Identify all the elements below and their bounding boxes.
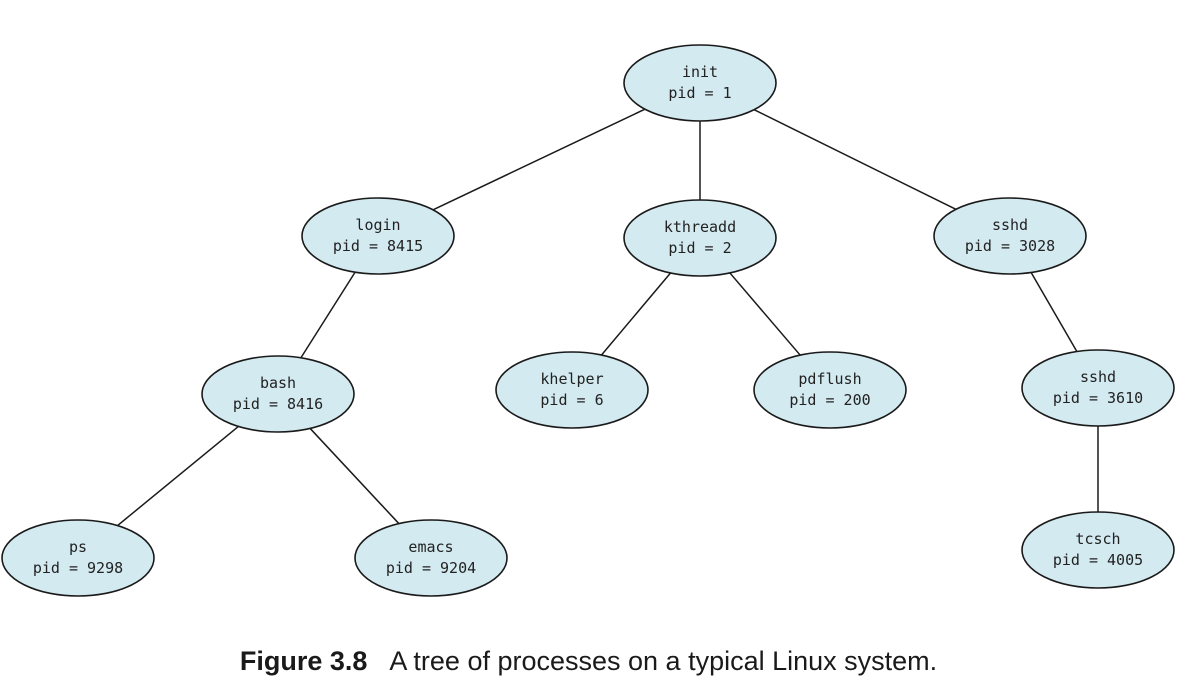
process-pid: pid = 3028: [965, 237, 1055, 255]
process-node-ellipse: [354, 519, 508, 597]
process-node-ellipse: [623, 44, 777, 122]
process-node-ellipse: [201, 355, 355, 433]
process-pid: pid = 8415: [333, 237, 423, 255]
process-node-bash: bash pid = 8416: [201, 355, 355, 433]
process-node-ellipse: [623, 199, 777, 277]
process-name: kthreadd: [664, 218, 736, 236]
process-node-emacs: emacs pid = 9204: [354, 519, 508, 597]
process-name: tcsch: [1075, 530, 1120, 548]
process-pid: pid = 9298: [33, 559, 123, 577]
figure-label: Figure 3.8: [239, 646, 368, 676]
figure-caption-text: A tree of processes on a typical Linux s…: [389, 646, 938, 676]
process-node-ps: ps pid = 9298: [1, 519, 155, 597]
process-name: pdflush: [798, 370, 861, 388]
process-node-ellipse: [301, 197, 455, 275]
process-name: init: [682, 63, 718, 81]
process-name: khelper: [540, 370, 603, 388]
process-node-ellipse: [753, 351, 907, 429]
edge-bash-emacs: [309, 427, 400, 525]
process-pid: pid = 3610: [1053, 389, 1143, 407]
edge-bash-ps: [117, 425, 239, 527]
process-pid: pid = 9204: [386, 559, 476, 577]
edge-kthreadd-khelper: [600, 272, 672, 356]
edge-init-login: [432, 108, 646, 211]
process-name: login: [355, 216, 400, 234]
process-node-ellipse: [1021, 349, 1175, 427]
process-node-ellipse: [933, 197, 1087, 275]
process-name: ps: [69, 538, 87, 556]
process-node-login: login pid = 8415: [301, 197, 455, 275]
process-name: emacs: [408, 538, 453, 556]
process-pid: pid = 6: [540, 391, 603, 409]
process-node-init: init pid = 1: [623, 44, 777, 122]
process-node-kthreadd: kthreadd pid = 2: [623, 199, 777, 277]
edge-sshd1-sshd2: [1030, 272, 1078, 352]
process-node-ellipse: [1021, 511, 1175, 589]
process-pid: pid = 1: [668, 84, 731, 102]
process-node-sshd2: sshd pid = 3610: [1021, 349, 1175, 427]
process-node-pdflush: pdflush pid = 200: [753, 351, 907, 429]
process-pid: pid = 8416: [233, 395, 323, 413]
process-node-tcsch: tcsch pid = 4005: [1021, 511, 1175, 589]
figure-caption: Figure 3.8 A tree of processes on a typic…: [0, 646, 1177, 677]
edge-init-sshd1: [753, 109, 957, 210]
process-name: sshd: [1080, 368, 1116, 386]
edge-kthreadd-pdflush: [729, 272, 801, 356]
process-name: bash: [260, 374, 296, 392]
process-node-khelper: khelper pid = 6: [495, 351, 649, 429]
process-pid: pid = 4005: [1053, 551, 1143, 569]
process-node-ellipse: [1, 519, 155, 597]
process-pid: pid = 2: [668, 239, 731, 257]
process-node-sshd1: sshd pid = 3028: [933, 197, 1087, 275]
edge-login-bash: [300, 271, 356, 359]
process-tree-diagram: init pid = 1 login pid = 8415 kthreadd pid = …: [1, 44, 1175, 597]
process-node-ellipse: [495, 351, 649, 429]
process-name: sshd: [992, 216, 1028, 234]
process-pid: pid = 200: [789, 391, 870, 409]
